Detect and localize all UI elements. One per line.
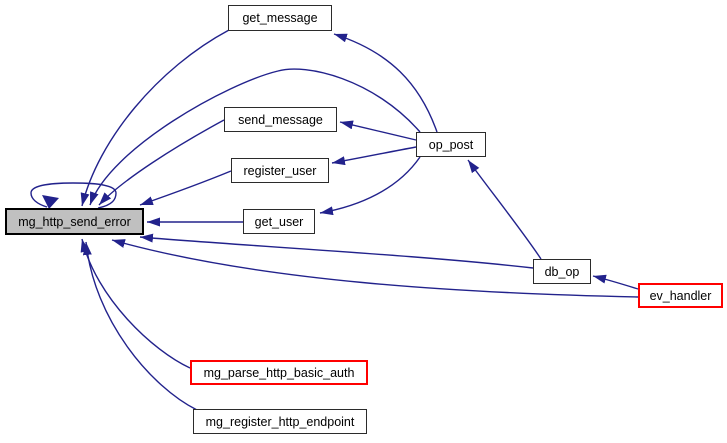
node-mg-parse-http-basic-auth[interactable]: mg_parse_http_basic_auth [190,360,368,385]
edge-send-message-to-mg-http-send-error [98,119,225,206]
node-op-post-label: op_post [428,137,474,152]
node-get-user-label: get_user [254,214,304,229]
node-get-message-label: get_message [242,11,318,25]
node-ev-handler[interactable]: ev_handler [638,283,723,308]
node-db-op-label: db_op [544,264,580,279]
node-get-message[interactable]: get_message [228,5,332,31]
edge-op-post-to-mg-http-send-error [89,68,421,206]
node-get-user[interactable]: get_user [243,209,315,234]
edge-op-post-to-send-message [339,120,417,141]
node-mg-parse-http-basic-auth-label: mg_parse_http_basic_auth [203,365,355,380]
edge-db-op-to-mg-http-send-error [139,233,534,269]
node-op-post[interactable]: op_post [416,132,486,157]
edge-mg-http-send-error-self-loop [30,182,117,209]
edge-mg-register-http-endpoint-to-mg-http-send-error [82,241,198,411]
edge-register-user-to-mg-http-send-error [139,170,232,206]
edge-get-message-to-mg-http-send-error [80,29,230,207]
edge-ev-handler-to-mg-http-send-error [111,239,639,298]
node-send-message[interactable]: send_message [224,107,337,132]
edge-mg-parse-http-basic-auth-to-mg-http-send-error [80,238,191,369]
node-mg-register-http-endpoint[interactable]: mg_register_http_endpoint [193,409,367,434]
edge-ev-handler-to-db-op [592,274,639,290]
node-mg-http-send-error: mg_http_send_error [5,208,144,235]
edge-op-post-to-get-message [333,33,438,133]
node-db-op[interactable]: db_op [533,259,591,284]
edge-mg-http-send-error-self-loop-arrowhead [42,195,59,209]
edge-db-op-to-op-post [467,159,542,260]
node-mg-http-send-error-label: mg_http_send_error [18,214,131,229]
node-mg-register-http-endpoint-label: mg_register_http_endpoint [205,414,355,429]
node-send-message-label: send_message [238,112,323,127]
node-register-user[interactable]: register_user [231,158,329,183]
edge-op-post-to-get-user [319,156,421,216]
node-ev-handler-label: ev_handler [649,288,712,303]
edge-op-post-to-register-user [331,146,417,166]
node-register-user-label: register_user [243,163,317,178]
